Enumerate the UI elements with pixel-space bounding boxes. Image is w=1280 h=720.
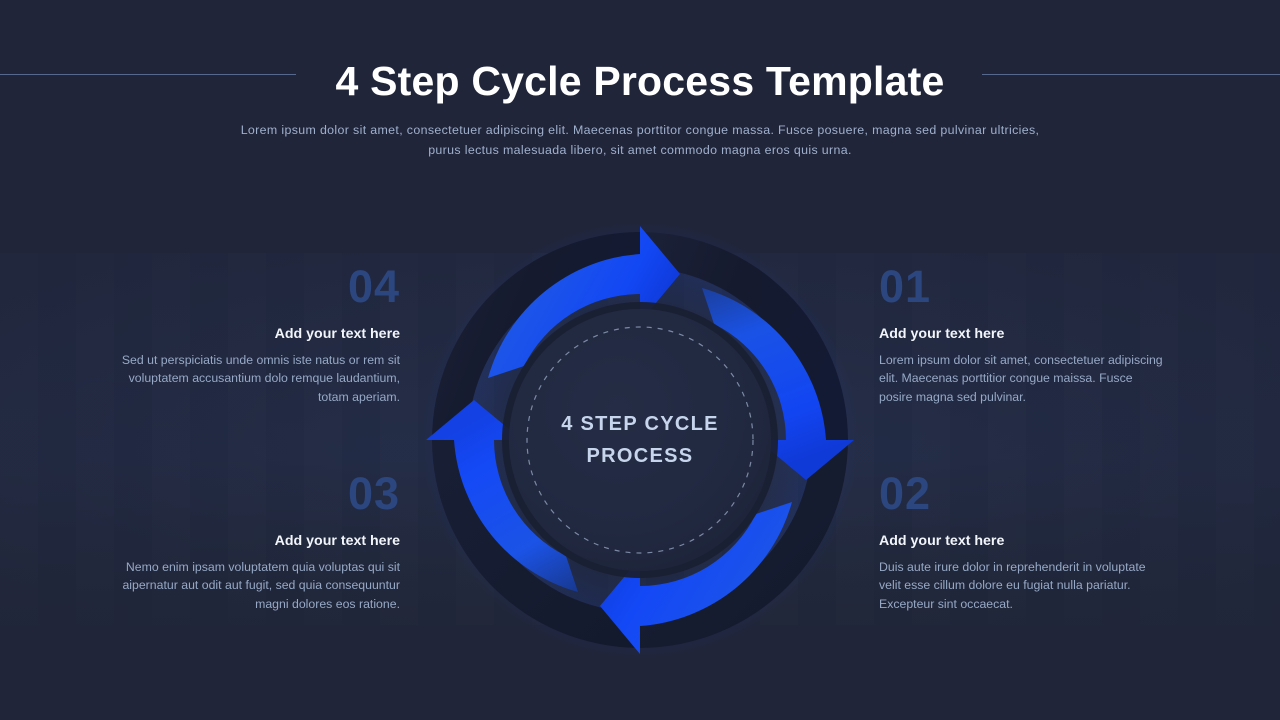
cycle-hub — [509, 309, 771, 571]
step-number-02: 02 — [879, 468, 932, 519]
step-number-03: 03 — [347, 468, 400, 519]
cycle-arc-segment-2[interactable] — [702, 288, 854, 480]
step-block-02[interactable]: 02 Add your text here Duis aute irure do… — [879, 471, 1169, 613]
cycle-arc-segment-3[interactable] — [600, 502, 792, 654]
title-rule-left — [0, 74, 296, 75]
cycle-diagram[interactable]: 4 STEP CYCLE PROCESS — [418, 218, 862, 662]
page-subtitle: Lorem ipsum dolor sit amet, consectetuer… — [240, 123, 1040, 157]
step-heading-03: Add your text here — [274, 533, 400, 549]
cycle-arc-segment-4[interactable] — [426, 400, 578, 592]
step-body-01: Lorem ipsum dolor sit amet, consectetuer… — [879, 353, 1163, 404]
step-block-04[interactable]: 04 Add your text here Sed ut perspiciati… — [110, 264, 400, 406]
step-heading-01: Add your text here — [879, 326, 1005, 342]
cycle-arc-segment-1[interactable] — [488, 226, 680, 378]
step-heading-02: Add your text here — [879, 533, 1005, 549]
title-rule-right — [982, 74, 1280, 75]
step-number-01: 01 — [879, 261, 932, 312]
step-body-03: Nemo enim ipsam voluptatem quia voluptas… — [122, 560, 400, 611]
cycle-diagram-svg — [422, 222, 858, 658]
step-heading-04: Add your text here — [274, 326, 400, 342]
step-body-04: Sed ut perspiciatis unde omnis iste natu… — [121, 353, 400, 404]
step-block-03[interactable]: 03 Add your text here Nemo enim ipsam vo… — [110, 471, 400, 613]
cycle-hub-dashed-circle — [526, 326, 754, 554]
step-block-01[interactable]: 01 Add your text here Lorem ipsum dolor … — [879, 264, 1169, 406]
step-number-04: 04 — [347, 261, 400, 312]
step-body-02: Duis aute irure dolor in reprehenderit i… — [879, 560, 1146, 611]
page-title: 4 Step Cycle Process Template — [335, 58, 945, 104]
